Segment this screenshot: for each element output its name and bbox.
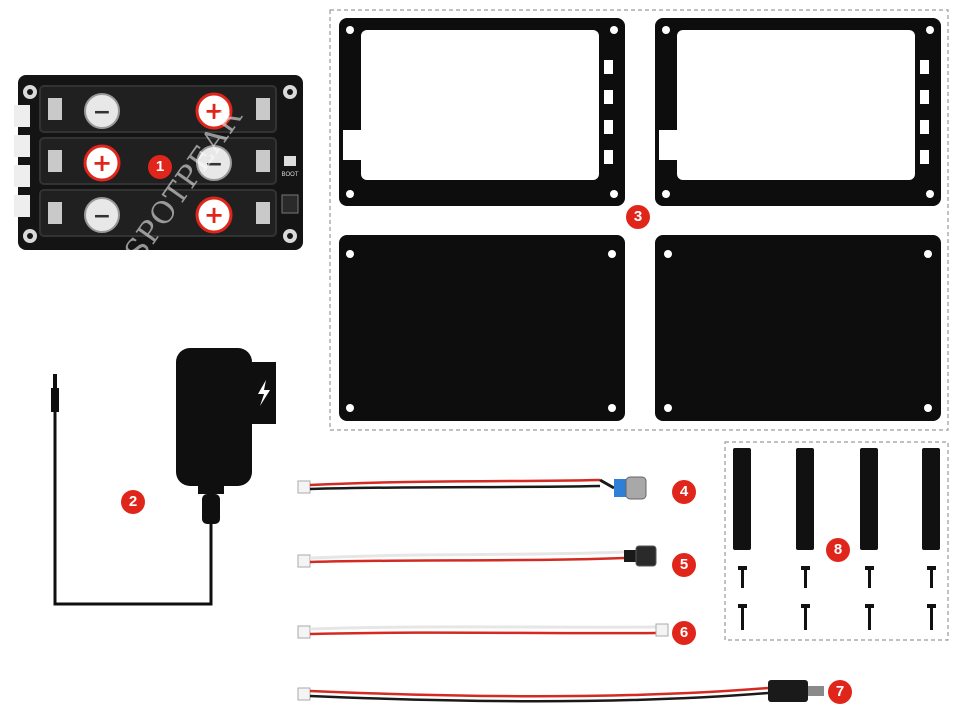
lightning-icon (258, 380, 270, 406)
standoffs-and-screws (733, 448, 940, 630)
dc-jack-cable (297, 545, 657, 568)
minus-sign: − (205, 152, 223, 177)
plus-sign: + (204, 201, 224, 229)
minus-sign: − (93, 204, 111, 229)
badge-2: 2 (121, 490, 145, 514)
connector-cable (297, 623, 669, 639)
badge-7: 7 (828, 680, 852, 704)
plus-sign: + (92, 149, 112, 177)
boot-label: BOOT (281, 172, 298, 178)
badge-8: 8 (826, 538, 850, 562)
acrylic-case-plates (339, 18, 941, 421)
plates-group-border (329, 9, 949, 431)
badge-1: 1 (148, 155, 172, 179)
metal-switch-cable (297, 476, 647, 500)
usb-connector-cable (297, 680, 824, 703)
plus-sign: + (204, 97, 224, 125)
badge-5: 5 (672, 553, 696, 577)
power-adapter (51, 348, 276, 606)
badge-4: 4 (672, 480, 696, 504)
hardware-group-border (724, 441, 949, 641)
badge-6: 6 (672, 621, 696, 645)
badge-3: 3 (626, 205, 650, 229)
minus-sign: − (93, 100, 111, 125)
